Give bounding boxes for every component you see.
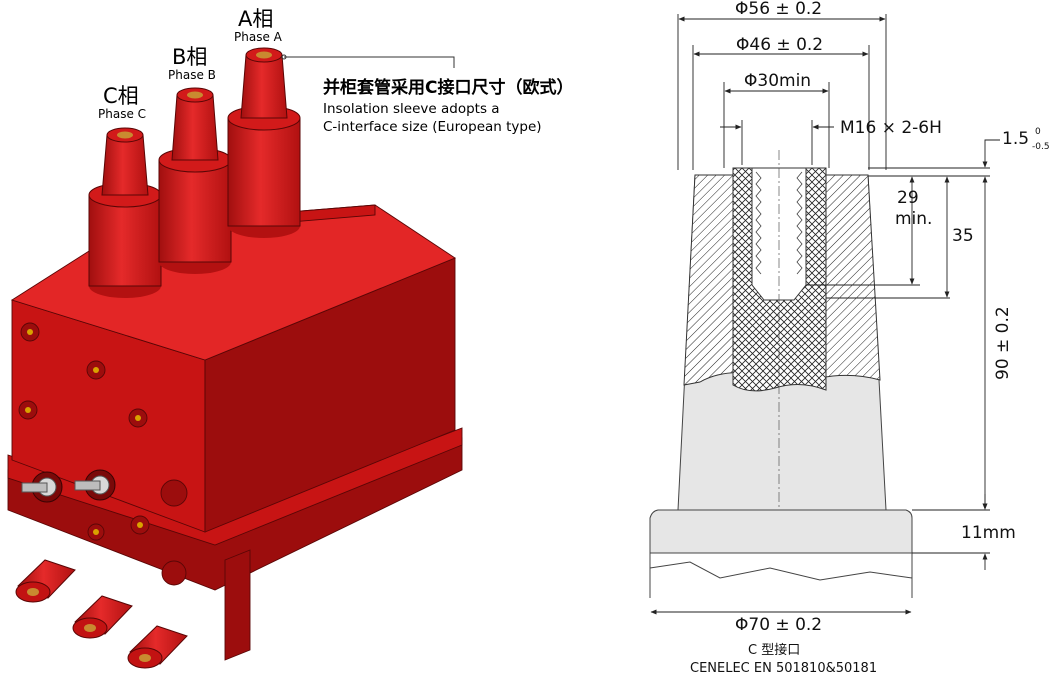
dim-depth-35: 35	[952, 226, 974, 246]
switchgear-unit-illustration	[7, 47, 463, 669]
dim-height-90: 90 ± 0.2	[993, 306, 1013, 380]
phase-b-sublabel: Phase B	[168, 68, 216, 82]
lower-bushings	[15, 549, 251, 669]
dim-flange-11: 11mm	[961, 523, 1016, 543]
phase-a-label: A相	[238, 7, 273, 31]
note-leader-line	[284, 56, 455, 68]
dim-depth-29: 29	[897, 188, 919, 208]
dim-tolerance-upper: 0	[1035, 127, 1041, 137]
dim-depth-29-min: min.	[895, 209, 932, 229]
c-interface-drawing	[649, 14, 1000, 615]
bushing-note-cn: 并柜套管采用C接口尺寸（欧式）	[323, 77, 573, 98]
phase-a-sublabel: Phase A	[234, 30, 283, 44]
bolt-icons	[18, 322, 150, 541]
dim-d70: Φ70 ± 0.2	[735, 615, 822, 635]
phase-c-sublabel: Phase C	[98, 107, 146, 121]
dim-d56: Φ56 ± 0.2	[735, 0, 822, 19]
caption-cn: C 型接口	[748, 642, 800, 658]
dim-tolerance-main: 1.5	[1002, 129, 1029, 149]
bushing-note-en-line2: C-interface size (European type)	[323, 119, 542, 135]
phase-c-label: C相	[103, 84, 139, 108]
bushing-phase-b	[158, 87, 232, 274]
bushing-phase-c	[88, 127, 162, 298]
caption-en: CENELEC EN 501810&50181	[690, 661, 877, 676]
dim-thread: M16 × 2-6H	[840, 118, 942, 138]
dim-d30: Φ30min	[744, 71, 811, 91]
operating-shaft-icons	[21, 469, 188, 586]
bushing-note-en-line1: Insolation sleeve adopts a	[323, 101, 500, 117]
bushing-phase-a	[227, 47, 301, 238]
dim-tolerance-lower: -0.5	[1032, 142, 1050, 152]
phase-b-label: B相	[172, 45, 207, 69]
dim-d46: Φ46 ± 0.2	[736, 35, 823, 55]
